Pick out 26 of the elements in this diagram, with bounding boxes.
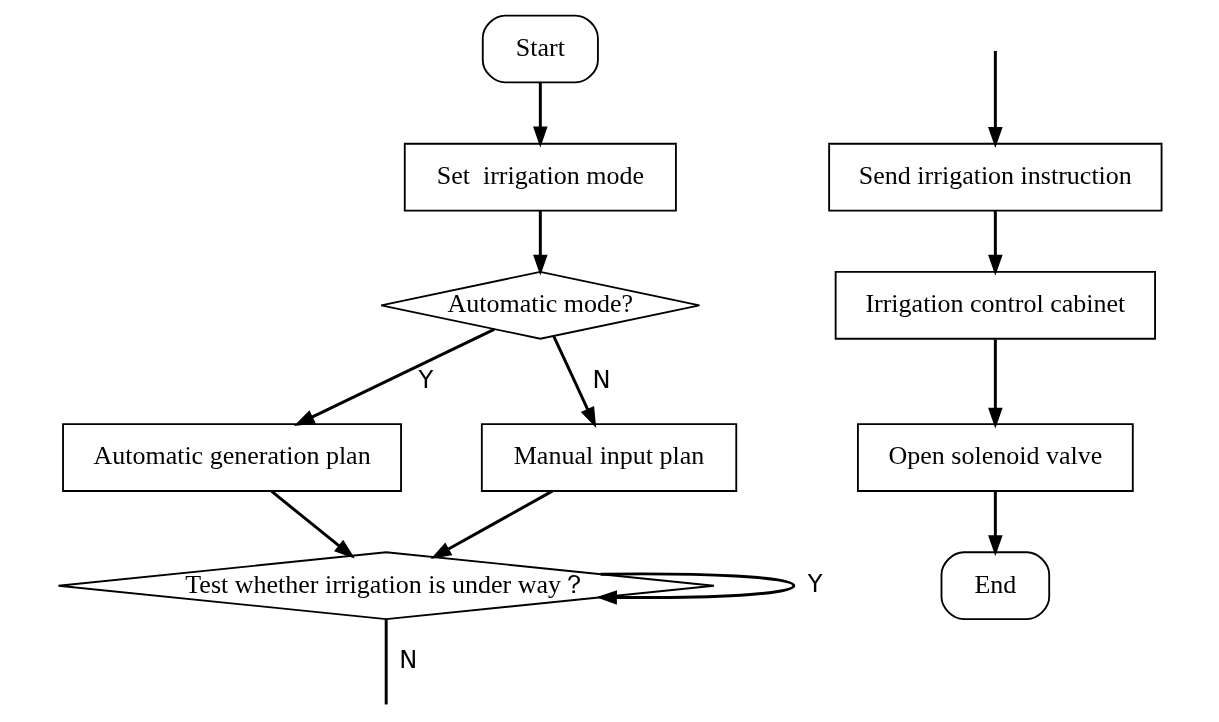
arrow: [532, 211, 548, 276]
arrow: [293, 328, 495, 426]
node-diamond: Automatic mode?: [379, 270, 700, 340]
node-box: End: [940, 551, 1050, 621]
node-box: Irrigation control cabinet: [834, 270, 1156, 340]
arrow: [532, 82, 548, 148]
edge-label: Y: [807, 570, 822, 599]
arrow: [987, 50, 1003, 148]
arrow: [987, 491, 1003, 556]
node-box: Automatic generation plan: [61, 423, 402, 492]
node-box: Manual input plan: [480, 423, 737, 492]
arrow: [430, 489, 553, 560]
node-diamond: Test whether irrigation is under way？: [57, 551, 715, 621]
node-box: Start: [481, 14, 599, 84]
arrow: [987, 339, 1003, 429]
node-box: Set irrigation mode: [403, 142, 677, 212]
node-box: Send irrigation instruction: [827, 142, 1162, 212]
arrow: [987, 211, 1003, 276]
arrow: [270, 490, 355, 559]
node-box: Open solenoid valve: [856, 423, 1134, 492]
arrow: [595, 572, 795, 605]
edge-label: N: [398, 646, 417, 675]
arrow: [552, 335, 596, 428]
edge-label: Y: [418, 365, 433, 394]
edge-label: N: [591, 365, 611, 394]
connector: [384, 619, 388, 705]
